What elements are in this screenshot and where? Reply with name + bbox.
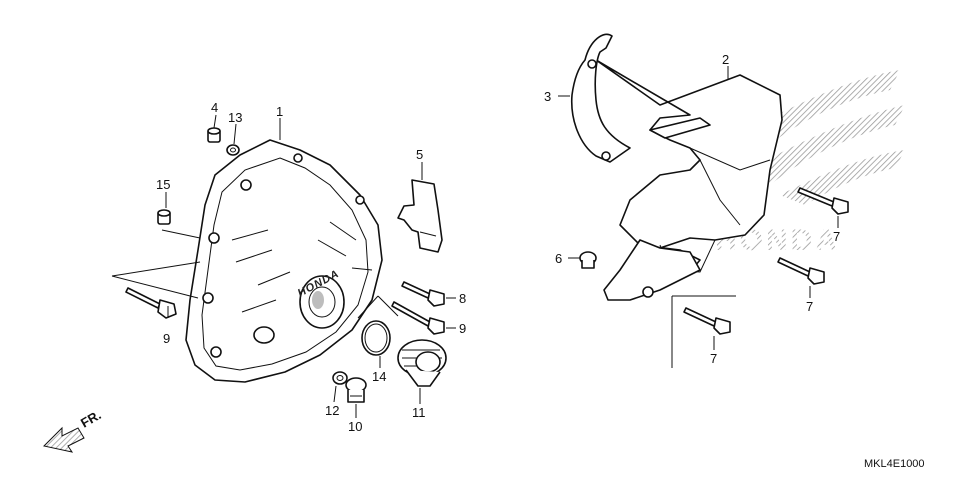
left-crankcase-cover: HONDA bbox=[185, 139, 383, 383]
dowel-pin-4 bbox=[207, 127, 221, 143]
dowel-pin-15 bbox=[157, 209, 171, 225]
lower-guard bbox=[603, 239, 701, 301]
callout-7-upper: 7 bbox=[833, 229, 840, 244]
o-ring-14 bbox=[361, 320, 391, 356]
callout-12: 12 bbox=[325, 403, 339, 418]
callout-15: 15 bbox=[156, 177, 170, 192]
callout-13: 13 bbox=[228, 110, 242, 125]
collar-6 bbox=[579, 251, 597, 269]
diagram-code: MKL4E1000 bbox=[864, 458, 925, 470]
callout-6: 6 bbox=[555, 251, 562, 266]
callout-11: 11 bbox=[412, 405, 426, 420]
callout-7-middle: 7 bbox=[806, 299, 813, 314]
front-direction-arrow: FR. bbox=[42, 407, 104, 453]
bolt-9-right bbox=[391, 301, 445, 335]
plug-10 bbox=[345, 377, 367, 403]
front-direction-label: FR. bbox=[78, 407, 104, 430]
leader-lines bbox=[111, 66, 839, 418]
callout-2: 2 bbox=[722, 52, 729, 67]
callout-10: 10 bbox=[348, 419, 362, 434]
callout-9-left: 9 bbox=[163, 331, 170, 346]
bolt-7-lower bbox=[683, 307, 731, 335]
callout-9-right: 9 bbox=[459, 321, 466, 336]
callout-5: 5 bbox=[416, 147, 423, 162]
bolt-7-middle bbox=[777, 257, 825, 285]
bolt-9-left bbox=[125, 287, 177, 319]
callout-3: 3 bbox=[544, 89, 551, 104]
callout-1: 1 bbox=[276, 104, 283, 119]
bolt-8 bbox=[401, 281, 445, 307]
callout-14: 14 bbox=[372, 369, 386, 384]
bracket-3 bbox=[570, 33, 631, 163]
timing-hole-cap-11 bbox=[397, 339, 447, 387]
callout-8: 8 bbox=[459, 291, 466, 306]
callout-labels: 1 2 3 4 5 6 7 7 7 8 9 9 10 11 12 13 14 1… bbox=[156, 52, 840, 434]
washer-12 bbox=[332, 371, 348, 385]
washer-13 bbox=[226, 144, 240, 156]
bracket-5 bbox=[397, 179, 443, 253]
callout-7-lower: 7 bbox=[710, 351, 717, 366]
bolt-7-upper bbox=[797, 187, 849, 215]
callout-4: 4 bbox=[211, 100, 218, 115]
